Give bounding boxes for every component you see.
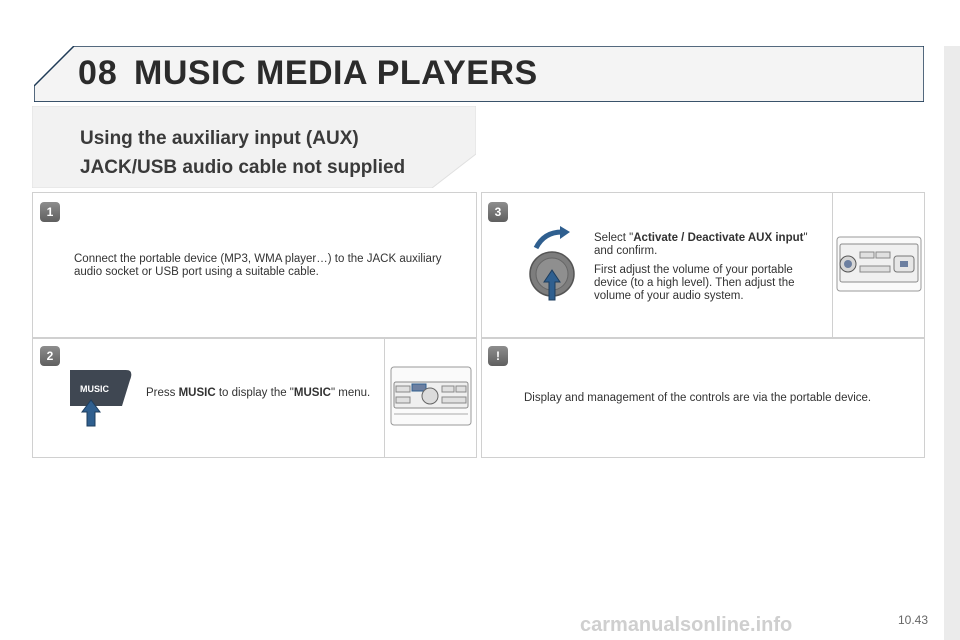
step2-divider xyxy=(384,338,385,458)
step1-panel xyxy=(32,192,477,338)
audio-panel-image-2 xyxy=(390,366,472,426)
page-edge-strip xyxy=(944,46,960,640)
step3-text: Select "Activate / Deactivate AUX input"… xyxy=(594,232,822,309)
step2-badge: 2 xyxy=(40,346,60,366)
rotary-knob-illustration xyxy=(529,226,575,301)
note-text: Display and management of the controls a… xyxy=(524,392,872,404)
chapter-title: MUSIC MEDIA PLAYERS xyxy=(134,54,538,92)
step3-badge: 3 xyxy=(488,202,508,222)
chapter-number: 08 xyxy=(78,54,118,92)
audio-panel-image-3 xyxy=(836,236,922,292)
chapter-header-bar xyxy=(34,46,924,102)
music-button-illustration: MUSIC xyxy=(70,370,132,427)
step3-divider xyxy=(832,192,833,338)
step1-badge: 1 xyxy=(40,202,60,222)
music-button-label: MUSIC xyxy=(80,384,110,394)
note-badge: ! xyxy=(488,346,508,366)
note-panel xyxy=(481,338,925,458)
watermark: carmanualsonline.info xyxy=(580,614,793,636)
section-title-line1: Using the auxiliary input (AUX) xyxy=(80,128,359,149)
page-number: 10.43 xyxy=(898,613,929,627)
section-title: Using the auxiliary input (AUX) JACK/USB… xyxy=(80,124,405,182)
step3-select-text: Select "Activate / Deactivate AUX input"… xyxy=(594,232,808,257)
section-title-line2: JACK/USB audio cable not supplied xyxy=(80,157,406,178)
section-title-box xyxy=(32,106,476,188)
step3-volume-text: First adjust the volume of your portable… xyxy=(594,264,795,302)
music-label-bold: MUSIC xyxy=(178,387,216,399)
step2-text: Press MUSIC to display the "MUSIC" menu. xyxy=(146,387,371,399)
step1-text: Connect the portable device (MP3, WMA pl… xyxy=(74,253,442,278)
activate-aux-bold: Activate / Deactivate AUX input xyxy=(633,232,804,244)
music-menu-bold: MUSIC xyxy=(293,387,331,399)
